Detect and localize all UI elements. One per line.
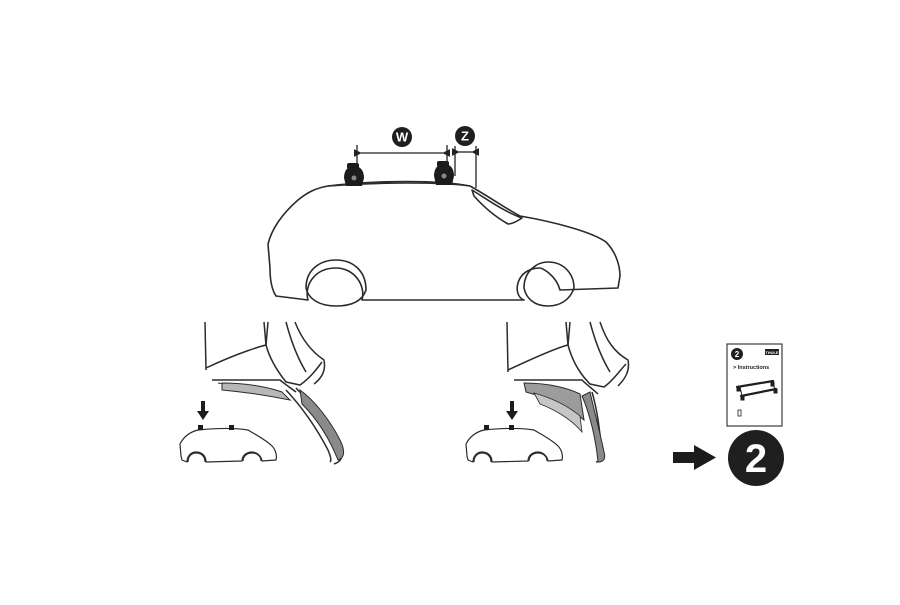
booklet-brand: THULE xyxy=(765,350,779,355)
arrow-right-icon xyxy=(673,445,716,470)
booklet-small-mark xyxy=(737,409,742,417)
windshield xyxy=(471,189,523,225)
w-badge xyxy=(392,127,412,147)
z-badge xyxy=(455,126,475,146)
car-body-outline xyxy=(267,180,621,301)
next-step-badge xyxy=(728,430,784,486)
small-car-rear xyxy=(179,427,277,463)
door-seal-rear xyxy=(299,388,345,461)
small-foot-front-2 xyxy=(509,425,514,430)
front-wheel xyxy=(523,261,575,307)
door-detail-front xyxy=(506,321,630,463)
rear-wheel xyxy=(305,259,367,307)
next-step-number: 2 xyxy=(745,437,767,481)
w-label: W xyxy=(396,130,409,145)
booklet-step-number: 2 xyxy=(735,350,740,359)
small-foot-front-1 xyxy=(484,425,489,430)
booklet-brand-box xyxy=(765,349,779,355)
door-trim-rear xyxy=(221,382,292,401)
main-car xyxy=(267,180,621,307)
booklet-roof-bars-illustration xyxy=(735,379,778,401)
roof-foot-front xyxy=(434,161,454,185)
z-dimension xyxy=(451,146,480,188)
booklet-step-badge xyxy=(731,348,743,360)
arrow-down-icon xyxy=(506,401,518,420)
small-foot-rear-1 xyxy=(198,425,203,430)
booklet-title: > Instructions xyxy=(733,365,769,371)
instruction-booklet: 2 THULE > Instructions xyxy=(726,343,783,427)
arrow-down-icon xyxy=(197,401,209,420)
small-foot-rear-2 xyxy=(229,425,234,430)
w-dimension xyxy=(353,145,451,166)
small-car-front xyxy=(465,427,563,463)
roof-line xyxy=(327,182,471,187)
roof-foot-rear xyxy=(344,163,364,186)
z-label: Z xyxy=(461,129,469,144)
door-trim-front-inner xyxy=(533,392,583,434)
door-seal-front xyxy=(581,391,606,463)
